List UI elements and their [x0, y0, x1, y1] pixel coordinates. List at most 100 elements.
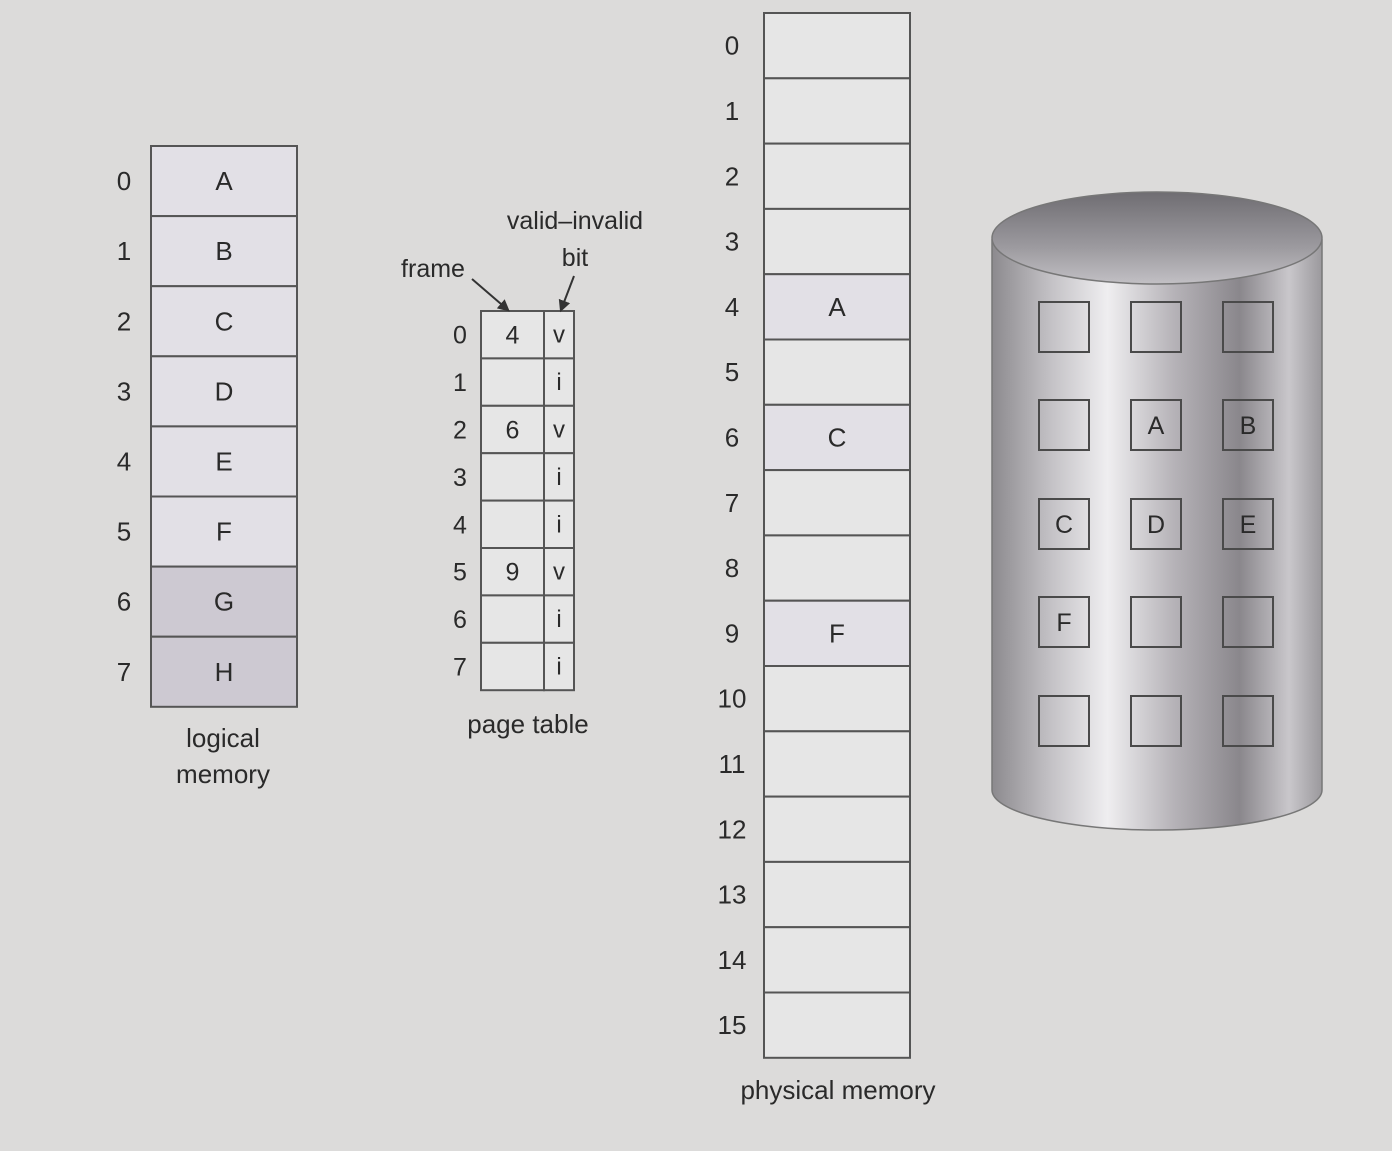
valid-bit-arrow — [558, 275, 575, 313]
physical-frame-label: C — [828, 422, 847, 452]
physical-frame-index: 5 — [725, 357, 739, 387]
physical-frame-index: 9 — [725, 618, 739, 648]
page-table-frame-cell — [480, 641, 545, 692]
page-table-bit-cell — [543, 310, 575, 360]
physical-frame-index: 15 — [718, 1010, 747, 1040]
page-table-valid-bit: i — [556, 654, 561, 681]
frame-arrow — [471, 278, 510, 312]
physical-frame-cell — [763, 534, 911, 602]
physical-frame-cell — [763, 665, 911, 733]
disk-block — [1130, 301, 1182, 353]
physical-memory-caption: physical memory — [740, 1075, 935, 1105]
disk-body — [991, 239, 1323, 831]
physical-frame-cell — [763, 77, 911, 145]
page-table-index: 7 — [453, 654, 467, 682]
disk-block — [1038, 301, 1090, 353]
disk-block — [1038, 695, 1090, 747]
disk-block — [1038, 399, 1090, 451]
physical-frame-cell — [763, 730, 911, 798]
physical-frame-index: 12 — [718, 814, 747, 844]
physical-frame-index: 13 — [718, 880, 747, 910]
valid-invalid-label: valid–invalid — [507, 207, 643, 235]
page-table-frame-number: 9 — [506, 559, 520, 587]
disk-block — [1038, 498, 1090, 550]
logical-page-label: F — [216, 517, 232, 547]
logical-page-label: B — [215, 236, 232, 266]
physical-frame-label: F — [829, 618, 845, 648]
physical-frame-cell — [763, 142, 911, 210]
page-table-frame-cell — [480, 404, 545, 455]
page-table-valid-bit: v — [553, 559, 565, 586]
logical-page-index: 6 — [117, 587, 131, 617]
logical-page-label: H — [215, 657, 234, 687]
physical-frame-cell — [763, 991, 911, 1059]
disk-block-label: F — [1056, 609, 1071, 637]
page-table-frame-cell — [480, 547, 545, 597]
frame-column-label: frame — [401, 255, 465, 283]
page-table-valid-bit: i — [556, 464, 561, 491]
physical-frame-index: 7 — [725, 488, 739, 518]
disk-block-label: A — [1148, 412, 1165, 440]
page-table-valid-bit: v — [553, 417, 565, 444]
disk-block — [1130, 498, 1182, 550]
page-table-valid-bit: i — [556, 511, 561, 538]
disk-block — [1130, 596, 1182, 648]
physical-frame-cell — [763, 403, 911, 472]
page-table-frame-number: 4 — [506, 322, 520, 350]
page-table-index: 6 — [453, 606, 467, 634]
physical-frame-index: 11 — [719, 749, 746, 779]
disk-block-label: E — [1240, 511, 1257, 539]
page-table-caption: page table — [467, 709, 588, 739]
disk-block — [1222, 596, 1274, 648]
logical-page-cell — [150, 495, 298, 568]
physical-frame-index: 0 — [725, 31, 739, 61]
logical-page-cell — [150, 215, 298, 288]
page-table-frame-cell — [480, 499, 545, 550]
logical-page-index: 7 — [117, 657, 131, 687]
logical-page-label: C — [215, 306, 234, 336]
logical-page-index: 2 — [117, 306, 131, 336]
physical-frame-index: 1 — [725, 96, 739, 126]
logical-page-label: E — [215, 446, 232, 476]
physical-frame-index: 10 — [718, 684, 747, 714]
page-table-index: 2 — [453, 417, 467, 445]
page-table-index: 0 — [453, 322, 467, 350]
physical-frame-index: 2 — [725, 161, 739, 191]
page-table-index: 4 — [453, 511, 467, 539]
physical-frame-cell — [763, 795, 911, 863]
page-table-frame-number: 6 — [506, 417, 520, 445]
logical-page-label: G — [214, 587, 234, 617]
logical-page-cell — [150, 355, 298, 428]
logical-page-index: 0 — [117, 166, 131, 196]
physical-frame-cell — [763, 860, 911, 929]
disk-block — [1222, 399, 1274, 451]
physical-frame-cell — [763, 469, 911, 537]
disk-block — [1222, 695, 1274, 747]
page-table-valid-bit: i — [556, 606, 561, 633]
disk-block — [1222, 498, 1274, 550]
disk-block-label: C — [1055, 511, 1073, 539]
logical-page-label: D — [215, 376, 234, 406]
disk-block — [1130, 695, 1182, 747]
physical-frame-cell — [763, 926, 911, 994]
physical-frame-cell — [763, 273, 911, 341]
page-table-index: 5 — [453, 559, 467, 587]
physical-frame-index: 4 — [725, 292, 739, 322]
disk-block — [1038, 596, 1090, 648]
page-table-index: 1 — [453, 369, 467, 397]
logical-page-label: A — [215, 166, 233, 196]
logical-page-cell — [150, 285, 298, 358]
disk-block-label: D — [1147, 511, 1165, 539]
disk-block — [1222, 301, 1274, 353]
page-table-bit-cell — [543, 641, 575, 692]
logical-memory-caption: logical — [186, 723, 260, 753]
logical-page-cell — [150, 635, 298, 708]
page-table-valid-bit: v — [553, 322, 565, 349]
page-table-frame-cell — [480, 357, 545, 407]
physical-frame-cell — [763, 599, 911, 668]
